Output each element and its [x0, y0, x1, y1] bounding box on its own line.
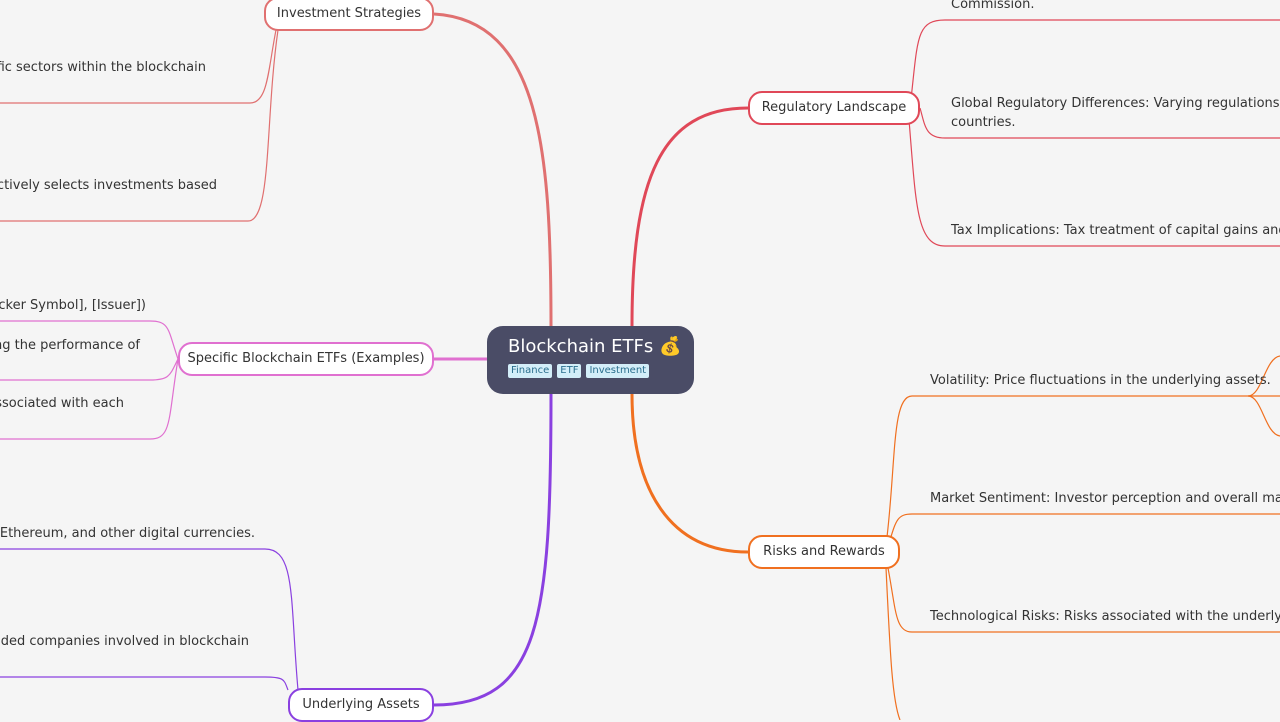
edge-etf-leaf3 — [0, 358, 179, 440]
edge-ua-leaf1 — [0, 548, 299, 691]
edge-is-leaf2 — [0, 29, 279, 222]
edge-is-leaf1 — [0, 29, 277, 104]
leaf-reg-2b[interactable]: countries. — [951, 115, 1016, 130]
edge-vol-sub3 — [1247, 395, 1280, 437]
node-specific-etfs[interactable]: Specific Blockchain ETFs (Examples) — [178, 342, 434, 376]
edge-vol-sub1 — [1247, 355, 1280, 397]
leaf-is-2[interactable]: er actively selects investments based — [0, 178, 217, 193]
edge-reg-leaf1 — [909, 19, 1280, 109]
leaf-risk-2[interactable]: Market Sentiment: Investor perception an… — [930, 491, 1280, 506]
edge-reg-leaf3 — [907, 107, 1280, 247]
edge-risk-leaf2 — [889, 513, 1280, 541]
node-investment-strategies[interactable]: Investment Strategies — [264, 0, 434, 31]
leaf-reg-3[interactable]: Tax Implications: Tax treatment of capit… — [951, 223, 1280, 238]
edge-etf-leaf2 — [0, 358, 179, 381]
tag-etf[interactable]: ETF — [557, 364, 582, 378]
edge-risk-leaf1 — [886, 395, 1248, 538]
root-tags: Finance ETF Investment — [508, 364, 694, 378]
edge-investment-strategies — [433, 12, 553, 327]
node-underlying-assets[interactable]: Underlying Assets — [288, 688, 434, 722]
leaf-etf-2[interactable]: ring the performance of — [0, 338, 140, 353]
edge-risk-leaf3 — [887, 567, 1280, 633]
tag-investment[interactable]: Investment — [586, 364, 650, 378]
leaf-ua-1[interactable]: oin, Ethereum, and other digital currenc… — [0, 526, 255, 541]
node-regulatory-landscape[interactable]: Regulatory Landscape — [748, 91, 920, 125]
edge-risk-leaf4 — [885, 567, 901, 720]
root-title: Blockchain ETFs 💰 — [508, 336, 682, 357]
leaf-reg-1[interactable]: Commission. — [951, 0, 1035, 12]
leaf-ua-2[interactable]: traded companies involved in blockchain — [0, 634, 249, 649]
edge-risks — [630, 393, 749, 554]
leaf-risk-1[interactable]: Volatility: Price fluctuations in the un… — [930, 373, 1271, 388]
edge-etf-leaf1 — [0, 320, 179, 360]
leaf-risk-3[interactable]: Technological Risks: Risks associated wi… — [930, 609, 1280, 624]
root-node[interactable]: Blockchain ETFs 💰 Finance ETF Investment — [487, 326, 694, 394]
leaf-etf-1[interactable]: [Ticker Symbol], [Issuer]) — [0, 298, 146, 313]
edge-reg-leaf2 — [919, 107, 1280, 139]
leaf-etf-3[interactable]: associated with each — [0, 396, 124, 411]
edge-regulatory — [630, 106, 749, 327]
leaf-reg-2a[interactable]: Global Regulatory Differences: Varying r… — [951, 96, 1280, 111]
edge-ua-leaf2 — [0, 676, 289, 691]
edge-underlying-assets — [433, 393, 553, 707]
leaf-is-1[interactable]: ecific sectors within the blockchain — [0, 60, 206, 75]
tag-finance[interactable]: Finance — [508, 364, 553, 378]
node-risks-and-rewards[interactable]: Risks and Rewards — [748, 535, 900, 569]
